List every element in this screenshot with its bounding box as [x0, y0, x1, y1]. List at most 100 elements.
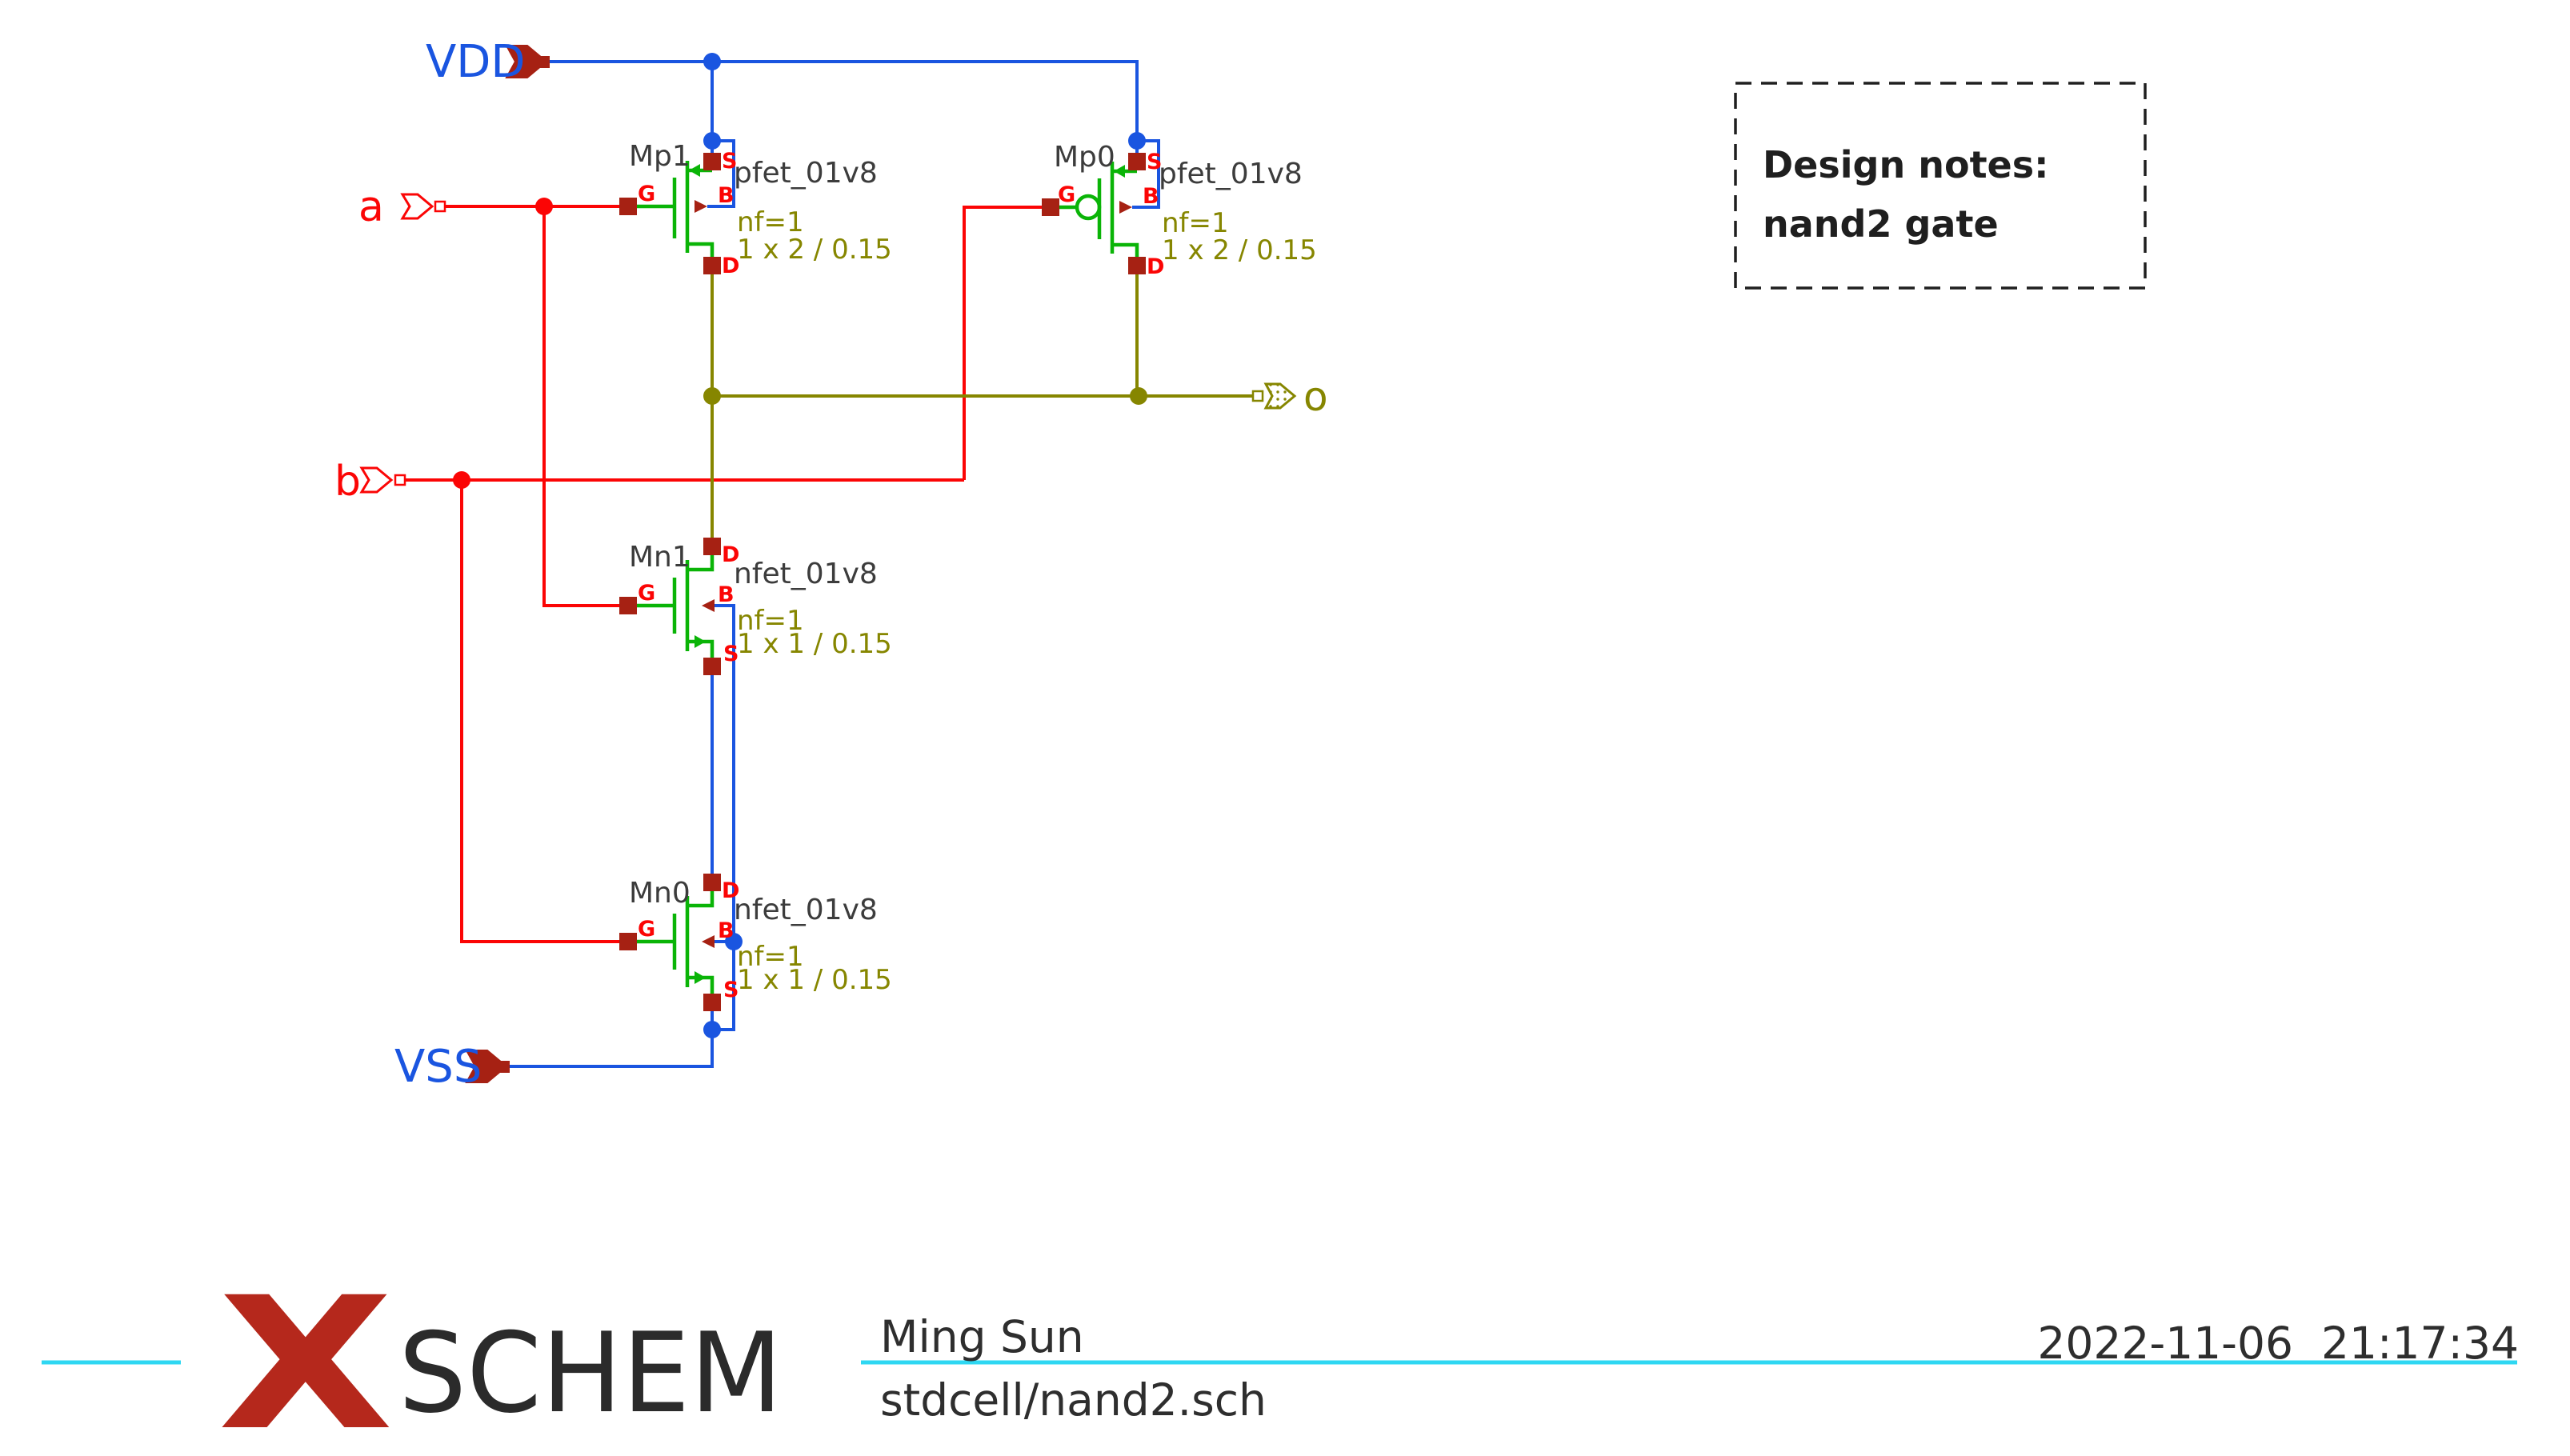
vdd-label: VDD — [426, 36, 526, 88]
param-nf-label: nf=1 — [737, 605, 804, 637]
design-notes[interactable]: Design notes: nand2 gate — [1734, 82, 2147, 290]
transistor-model-label: pfet_01v8 — [734, 157, 878, 190]
o-label: o — [1303, 374, 1328, 420]
pin-gate — [619, 933, 637, 950]
junction-dot — [703, 53, 721, 70]
transistor-name-label: Mp1 — [629, 140, 691, 173]
supply-port-symbol — [465, 1050, 508, 1083]
pin-source — [703, 994, 721, 1011]
title-block: X SCHEM Ming Sun stdcell/nand2.sch 2022-… — [42, 1258, 2519, 1456]
junction-dot — [1128, 132, 1146, 150]
net-b[interactable] — [405, 206, 1042, 943]
terminal-s-label: S — [723, 642, 739, 666]
param-size-label: 1 x 1 / 0.15 — [737, 628, 892, 660]
terminal-g-label: G — [1058, 182, 1075, 207]
pin-gate — [1042, 198, 1059, 216]
port-pin — [394, 474, 406, 486]
terminal-g-label: G — [638, 581, 655, 606]
param-size-label: 1 x 1 / 0.15 — [737, 964, 892, 996]
transistor-mn1[interactable]: Mn1 nfet_01v8 D B S G nf=1 1 x 1 / 0.15 — [619, 538, 892, 675]
sheet-file-text: stdcell/nand2.sch — [880, 1374, 1267, 1426]
junction-dot — [535, 198, 553, 215]
param-nf-label: nf=1 — [737, 206, 804, 238]
terminal-s-label: S — [722, 149, 737, 174]
source-arrow — [695, 971, 706, 984]
drain-stub — [687, 242, 715, 257]
transistor-name-label: Mp0 — [1054, 141, 1115, 174]
pin-drain — [1128, 257, 1146, 274]
transistor-mp0[interactable]: Mp0 pfet_01v8 S B D G nf=1 1 x 2 / 0.15 — [1042, 141, 1317, 279]
output-port-symbol — [1263, 382, 1297, 410]
param-nf-label: nf=1 — [737, 941, 804, 973]
terminal-s-label: S — [1147, 150, 1162, 174]
vdd-wire — [550, 60, 1139, 162]
supply-port-symbol — [505, 45, 548, 78]
nmos-bulk-rail — [712, 604, 735, 1031]
bulk-arrow — [702, 599, 715, 612]
terminal-s-label: S — [723, 978, 739, 1002]
pin-source — [703, 658, 721, 675]
drain-stub — [687, 555, 715, 572]
param-nf-label: nf=1 — [1162, 207, 1229, 239]
pin-drain — [703, 874, 721, 891]
terminal-b-label: B — [718, 918, 735, 943]
port-b[interactable]: b — [334, 458, 406, 506]
transistor-model-label: nfet_01v8 — [734, 894, 878, 926]
source-arrow — [695, 635, 706, 648]
junction-dot — [703, 132, 721, 150]
net-o[interactable] — [703, 274, 1253, 538]
mp0-bulk-wire — [1132, 139, 1160, 209]
a-wire-down — [542, 206, 619, 607]
port-a[interactable]: a — [358, 183, 446, 231]
transistor-model-label: nfet_01v8 — [734, 558, 878, 590]
transistor-name-label: Mn0 — [629, 877, 691, 910]
terminal-d-label: D — [1147, 254, 1164, 279]
pin-source — [1128, 153, 1146, 170]
notes-line1: Design notes: — [1763, 143, 2049, 186]
junction-dot — [1130, 387, 1147, 405]
input-port-symbol — [400, 193, 434, 220]
junction-dot — [725, 933, 743, 950]
pin-gate — [619, 198, 637, 215]
param-size-label: 1 x 2 / 0.15 — [1162, 234, 1317, 266]
input-port-symbol — [359, 466, 394, 494]
xschem-logo-text: SCHEM — [398, 1309, 783, 1438]
a-label: a — [358, 183, 384, 231]
pin-source — [703, 153, 721, 170]
junction-dot — [703, 387, 721, 405]
pin-drain — [703, 538, 721, 555]
terminal-g-label: G — [638, 182, 655, 206]
bulk-arrow — [695, 200, 707, 213]
transistor-model-label: pfet_01v8 — [1159, 158, 1303, 190]
b-wire-up — [963, 206, 1042, 480]
author-text: Ming Sun — [880, 1311, 1084, 1362]
param-size-label: 1 x 2 / 0.15 — [737, 234, 892, 266]
terminal-d-label: D — [722, 254, 739, 278]
bulk-arrow — [1119, 201, 1132, 214]
drain-stub — [1112, 242, 1139, 258]
terminal-d-label: D — [722, 878, 739, 903]
transistor-mp1[interactable]: Mp1 pfet_01v8 S B D G nf=1 1 x 2 / 0.15 — [619, 140, 892, 278]
pin-drain — [703, 257, 721, 274]
datetime-text: 2022-11-06 21:17:34 — [2037, 1318, 2519, 1369]
vss-label: VSS — [394, 1041, 482, 1093]
net-vdd[interactable] — [550, 53, 1160, 209]
terminal-d-label: D — [722, 542, 739, 567]
port-o[interactable]: o — [1251, 374, 1328, 420]
terminal-b-label: B — [718, 582, 735, 607]
net-a[interactable] — [445, 198, 619, 607]
transistor-mn0[interactable]: Mn0 nfet_01v8 D B S G nf=1 1 x 1 / 0.15 — [619, 874, 892, 1011]
terminal-g-label: G — [638, 917, 655, 942]
b-label: b — [334, 458, 361, 506]
notes-line2: nand2 gate — [1763, 202, 1999, 246]
bulk-arrow — [702, 935, 715, 948]
gate-bubble — [1075, 194, 1102, 221]
terminal-b-label: B — [718, 183, 735, 208]
port-vss[interactable]: VSS — [394, 1041, 510, 1093]
terminal-b-label: B — [1143, 184, 1159, 209]
port-vdd[interactable]: VDD — [426, 36, 550, 88]
drain-stub — [687, 891, 715, 908]
source-arrow — [1114, 165, 1125, 178]
port-pin — [498, 1061, 510, 1073]
